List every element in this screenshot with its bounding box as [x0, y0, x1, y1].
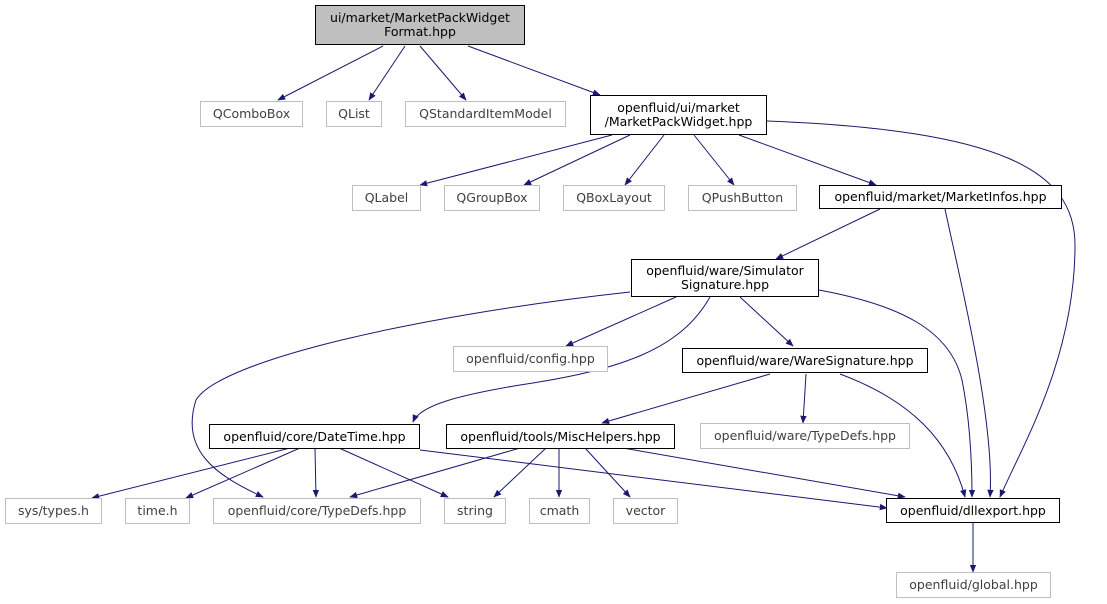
edge-marketpackwidget-marketinfos — [738, 134, 877, 186]
node-global[interactable]: openfluid/global.hpp — [896, 572, 1051, 598]
edge-marketpackwidget-qboxlayout — [624, 134, 665, 186]
edge-marketinfos-dllexport — [944, 208, 994, 498]
node-marketpackwidget-line2: /MarketPackWidget.hpp — [604, 114, 753, 129]
node-string[interactable]: string — [444, 498, 506, 524]
node-root-marketpackwidgetformat[interactable]: ui/market/MarketPackWidget Format.hpp — [315, 5, 525, 45]
edge-simulatorsignature-config — [565, 296, 677, 347]
node-qboxlayout-label: QBoxLayout — [576, 190, 652, 205]
node-marketinfos[interactable]: openfluid/market/MarketInfos.hpp — [819, 185, 1062, 209]
node-simulatorsignature[interactable]: openfluid/ware/Simulator Signature.hpp — [631, 259, 819, 297]
node-marketpackwidget-line1: openfluid/ui/market — [617, 100, 740, 115]
node-config[interactable]: openfluid/config.hpp — [453, 346, 608, 372]
edge-waresignature-dllexport — [839, 373, 967, 498]
node-qlabel[interactable]: QLabel — [352, 185, 421, 211]
node-cmath-label: cmath — [539, 503, 580, 518]
node-qcombobox[interactable]: QComboBox — [200, 101, 303, 127]
node-cmath[interactable]: cmath — [529, 498, 590, 524]
node-qpushbutton-label: QPushButton — [701, 190, 784, 205]
node-systypes[interactable]: sys/types.h — [5, 498, 102, 524]
node-vector-label: vector — [625, 503, 666, 518]
edge-waresignature-mischelpers — [601, 373, 771, 425]
node-qstandarditemmodel-label: QStandardItemModel — [419, 106, 552, 121]
edge-mischelpers-vector — [584, 447, 631, 498]
node-qgroupbox-label: QGroupBox — [456, 190, 528, 205]
node-mischelpers-label: openfluid/tools/MiscHelpers.hpp — [460, 428, 661, 444]
node-systypes-label: sys/types.h — [18, 503, 89, 518]
edge-marketpackwidget-dllexport — [766, 120, 1076, 498]
node-string-label: string — [457, 503, 493, 518]
edge-root-qcombobox — [277, 45, 384, 101]
node-qboxlayout[interactable]: QBoxLayout — [563, 185, 665, 211]
edge-waresignature-waretypedefs — [800, 373, 807, 424]
node-root-line1: ui/market/MarketPackWidget — [330, 10, 510, 25]
edge-root-qlist — [368, 45, 406, 101]
node-datetime[interactable]: openfluid/core/DateTime.hpp — [209, 424, 420, 449]
node-qgroupbox[interactable]: QGroupBox — [444, 185, 540, 211]
edge-marketpackwidget-qgroupbox — [523, 134, 631, 186]
edge-marketpackwidget-qpushbutton — [693, 134, 735, 186]
node-qlabel-label: QLabel — [364, 190, 409, 205]
node-qlist-label: QList — [338, 106, 370, 121]
node-coretypedefs-label: openfluid/core/TypeDefs.hpp — [227, 503, 407, 518]
edge-simulatorsignature-coretypedefs — [191, 291, 631, 498]
node-dllexport[interactable]: openfluid/dllexport.hpp — [886, 498, 1060, 523]
edge-datetime-coretypedefs — [312, 447, 320, 498]
node-marketinfos-label: openfluid/market/MarketInfos.hpp — [834, 189, 1047, 204]
node-simulatorsignature-line2: Signature.hpp — [680, 277, 770, 292]
node-mischelpers[interactable]: openfluid/tools/MiscHelpers.hpp — [446, 424, 675, 449]
node-waresignature-label: openfluid/ware/WareSignature.hpp — [696, 352, 914, 368]
node-dllexport-label: openfluid/dllexport.hpp — [900, 502, 1046, 518]
edge-root-marketpackwidget — [467, 45, 601, 96]
edge-datetime-timeh — [185, 447, 301, 499]
node-qpushbutton[interactable]: QPushButton — [688, 185, 797, 211]
edge-datetime-systypes — [91, 447, 291, 500]
node-coretypedefs[interactable]: openfluid/core/TypeDefs.hpp — [213, 498, 421, 524]
edge-simulatorsignature-datetime — [412, 296, 711, 423]
edge-datetime-dllexport — [419, 449, 888, 511]
node-timeh-label: time.h — [137, 503, 178, 518]
node-global-label: openfluid/global.hpp — [909, 577, 1038, 592]
edge-marketpackwidget-qlabel — [419, 134, 613, 187]
node-waretypedefs[interactable]: openfluid/ware/TypeDefs.hpp — [700, 423, 910, 449]
node-root-line2: Format.hpp — [384, 24, 456, 39]
node-timeh[interactable]: time.h — [125, 498, 190, 524]
node-waresignature[interactable]: openfluid/ware/WareSignature.hpp — [682, 348, 928, 373]
edge-mischelpers-dllexport — [622, 447, 906, 499]
node-qlist[interactable]: QList — [326, 101, 382, 127]
edge-simulatorsignature-dllexport — [818, 289, 976, 498]
edge-datetime-string — [338, 447, 449, 498]
node-simulatorsignature-line1: openfluid/ware/Simulator — [646, 263, 804, 278]
edge-marketinfos-simulatorsignature — [775, 208, 881, 260]
node-qstandarditemmodel[interactable]: QStandardItemModel — [405, 101, 566, 127]
edge-mischelpers-string — [493, 447, 547, 498]
edge-simulatorsignature-waresignature — [739, 296, 794, 347]
node-vector[interactable]: vector — [613, 498, 678, 524]
node-waretypedefs-label: openfluid/ware/TypeDefs.hpp — [714, 428, 896, 443]
node-config-label: openfluid/config.hpp — [466, 351, 595, 366]
node-marketpackwidget[interactable]: openfluid/ui/market /MarketPackWidget.hp… — [590, 95, 767, 135]
node-qcombobox-label: QComboBox — [212, 106, 291, 121]
edge-mischelpers-coretypedefs — [349, 447, 521, 499]
node-datetime-label: openfluid/core/DateTime.hpp — [223, 428, 406, 444]
edge-root-qstandarditemmodel — [419, 45, 467, 101]
